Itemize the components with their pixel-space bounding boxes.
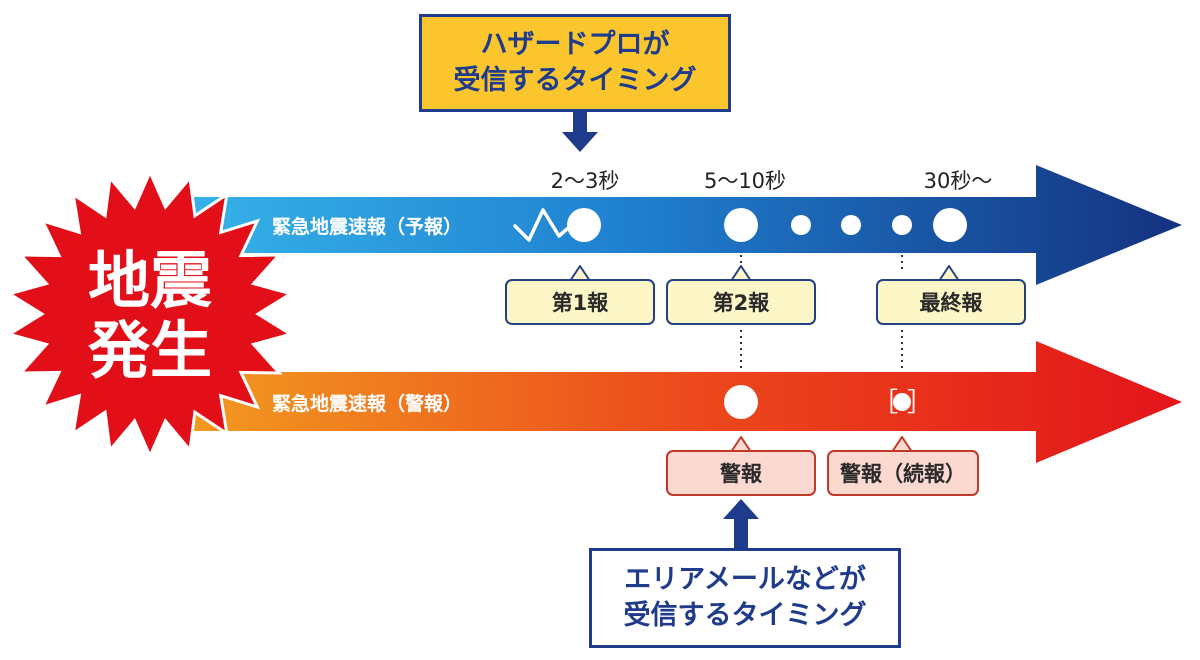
tag-final-report-label: 最終報 [919, 291, 983, 315]
bracket-left: ［ [872, 388, 898, 418]
time-label-1: 2〜3秒 [551, 169, 620, 193]
up-arrow-icon [723, 499, 759, 548]
forecast-dot-5 [892, 215, 912, 235]
tag-first-report-label: 第1報 [551, 291, 609, 315]
hazardpro-callout: ハザードプロが 受信するタイミング [419, 14, 731, 112]
burst-line2: 発生 [88, 314, 212, 387]
tag-warning-label: 警報 [720, 462, 762, 486]
warning-track-label: 緊急地震速報（警報） [272, 392, 462, 415]
time-label-3: 30秒〜 [924, 169, 993, 193]
warning-dot [724, 385, 758, 419]
hazardpro-callout-line1: ハザードプロが [480, 29, 670, 60]
forecast-track-label: 緊急地震速報（予報） [272, 215, 462, 238]
time-label-2: 5〜10秒 [704, 169, 786, 193]
tag-warning: 警報 [666, 450, 816, 496]
tag-first-report: 第1報 [505, 279, 655, 325]
forecast-arrow [190, 165, 1182, 285]
tag-final-report: 最終報 [876, 279, 1026, 325]
forecast-dot-1 [567, 208, 601, 242]
burst-line1: 地震 [88, 244, 212, 317]
earthquake-burst [5, 168, 295, 460]
tag-warning-followup-label: 警報（続報） [840, 462, 966, 486]
tag-warning-followup: 警報（続報） [827, 450, 979, 496]
warning-arrow [190, 341, 1182, 463]
warning-followup-dot [893, 393, 911, 411]
forecast-dot-2 [724, 208, 758, 242]
tag-second-report-label: 第2報 [712, 291, 770, 315]
hazardpro-callout-line2: 受信するタイミング [453, 65, 697, 96]
down-arrow-icon [562, 112, 598, 152]
seismic-wave-icon [513, 208, 569, 242]
tag-second-report: 第2報 [666, 279, 816, 325]
bracket-right: ］ [907, 388, 933, 418]
areamail-callout-line2: 受信するタイミング [623, 600, 867, 631]
areamail-callout: エリアメールなどが 受信するタイミング [589, 548, 901, 648]
forecast-dot-4 [841, 215, 861, 235]
forecast-dot-3 [791, 215, 811, 235]
areamail-callout-line1: エリアメールなどが [624, 564, 866, 595]
forecast-dot-final [933, 208, 967, 242]
